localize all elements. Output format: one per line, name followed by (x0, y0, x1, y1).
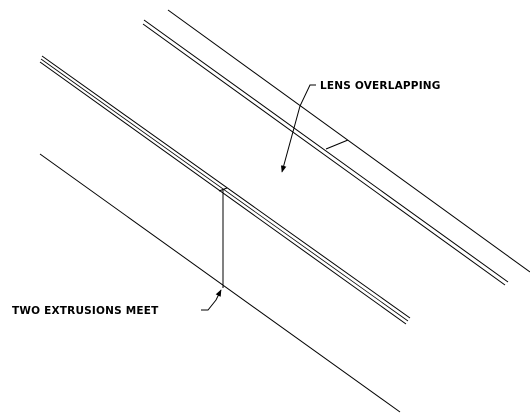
extrusion-joint-tick (218, 187, 228, 192)
extrusion-triple-line (39, 55, 411, 325)
lens-overlapping-leader (280, 84, 316, 173)
lens-overlapping-label: LENS OVERLAPPING (320, 80, 441, 92)
two-extrusions-meet-leader (201, 289, 222, 311)
two-extrusions-meet-label: TWO EXTRUSIONS MEET (12, 305, 159, 317)
outer-edge-line-top (167, 9, 530, 273)
lens-double-line (142, 19, 509, 286)
outer-edge-line-bottom (39, 153, 401, 413)
lens-overlap-tick (325, 139, 349, 150)
